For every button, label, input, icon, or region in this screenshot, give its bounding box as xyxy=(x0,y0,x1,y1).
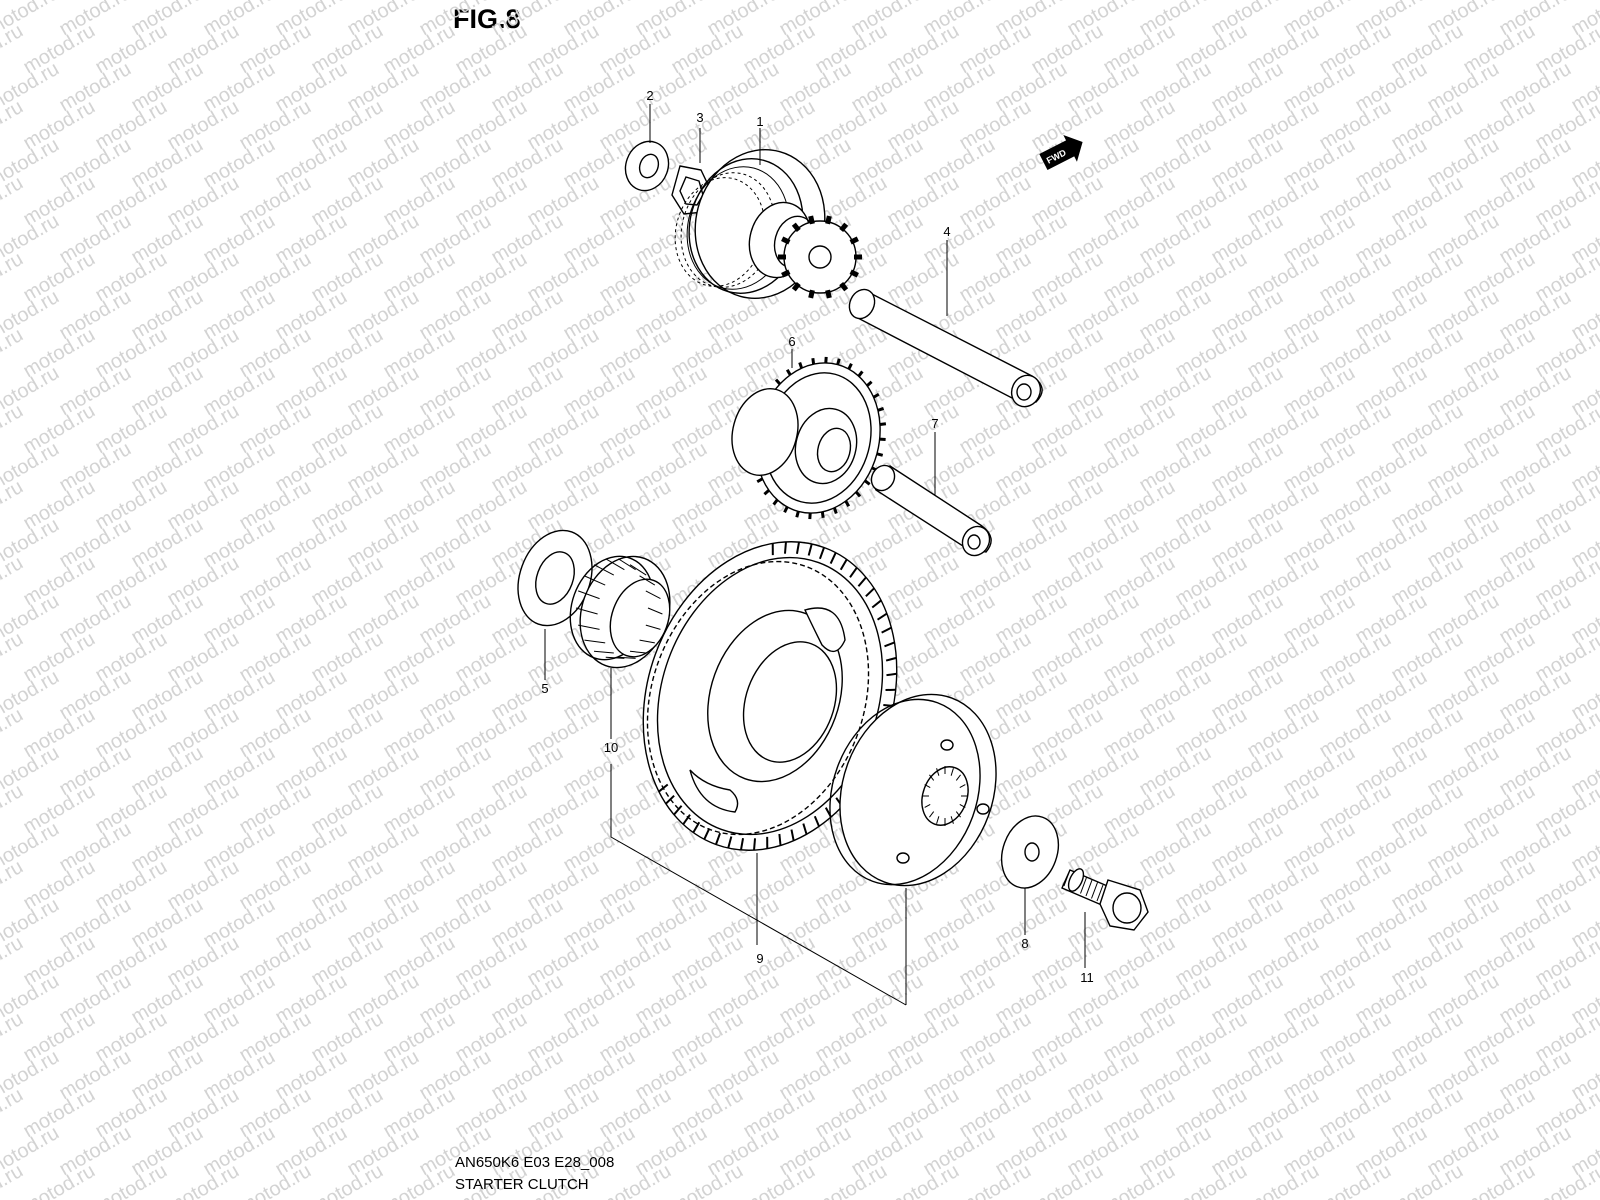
callout-8: 8 xyxy=(1021,936,1028,951)
watermark-text: motod.ru xyxy=(0,96,27,155)
watermark-text: motod.ru xyxy=(0,476,27,535)
callout-7: 7 xyxy=(931,416,938,431)
callout-labels: 1 2 3 4 5 6 7 8 9 10 11 xyxy=(541,88,1093,985)
callout-2: 2 xyxy=(646,88,653,103)
callout-6: 6 xyxy=(788,334,795,349)
part-7-shaft xyxy=(870,464,992,557)
part-4-shaft xyxy=(848,288,1043,408)
callout-3: 3 xyxy=(696,110,703,125)
watermark-text: motod.ru xyxy=(0,1160,27,1200)
part-1-idle-gear xyxy=(674,148,862,300)
watermark-text: motod.ru xyxy=(0,932,27,991)
part-9-starter-clutch-gear xyxy=(642,541,997,887)
part-6-gear xyxy=(731,356,887,520)
watermark-text: motod.ru xyxy=(0,1008,27,1067)
watermark-text: motod.ru xyxy=(0,1084,27,1143)
part-2-washer xyxy=(624,140,670,192)
figure-name: STARTER CLUTCH xyxy=(455,1176,589,1193)
watermark-text: motod.ru xyxy=(0,780,27,839)
watermark-text: motod.ru xyxy=(0,552,27,611)
callout-5: 5 xyxy=(541,681,548,696)
callout-10: 10 xyxy=(604,740,618,755)
watermark-text: motod.ru xyxy=(0,400,27,459)
watermark-text: motod.ru xyxy=(0,324,27,383)
callout-1: 1 xyxy=(756,114,763,129)
leader-lines xyxy=(544,104,1086,1006)
fwd-arrow-icon: FWD xyxy=(1039,135,1083,171)
callout-11: 11 xyxy=(1080,970,1094,985)
part-10-needle-bearing xyxy=(569,555,671,669)
part-11-bolt xyxy=(1061,868,1149,931)
watermark-text: motod.ru xyxy=(0,172,27,231)
fig-title: FIG.8 xyxy=(453,4,521,34)
watermark-text: motod.ru xyxy=(0,20,27,79)
callout-4: 4 xyxy=(943,224,950,239)
watermark-text: motod.ru xyxy=(0,856,27,915)
callout-9: 9 xyxy=(756,951,763,966)
watermark-text: motod.ru xyxy=(0,248,27,307)
watermark-text: motod.ru xyxy=(1532,1160,1600,1200)
figure-code: AN650K6 E03 E28_008 xyxy=(455,1154,615,1171)
part-8-washer xyxy=(1000,815,1060,889)
watermark-text: motod.ru xyxy=(0,628,27,687)
watermark-text: motod.ru xyxy=(0,704,27,763)
